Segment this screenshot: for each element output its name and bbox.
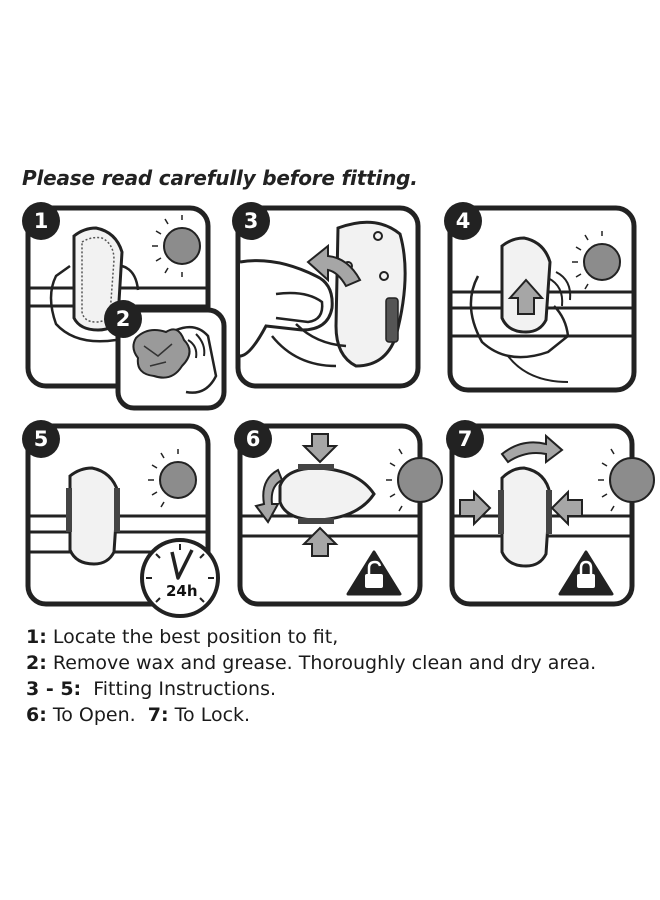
padlock-warning-icon (346, 550, 402, 596)
step-4-panel: 4 (444, 202, 637, 393)
instruction-number: 2: (26, 652, 47, 674)
step-3-panel: 3 (232, 202, 422, 389)
step-1-panel: 1 2 (22, 202, 227, 411)
hand-icon (239, 259, 347, 368)
arrow-icon (507, 278, 545, 315)
cloth-icon (132, 328, 191, 379)
instruction-number: 7: (147, 704, 169, 726)
padlock-warning-icon (558, 550, 614, 596)
step-7-panel: 7 (446, 420, 655, 607)
instruction-number: 3 - 5: (26, 678, 82, 700)
arrow-icon (254, 433, 339, 557)
step-5-illustration (25, 423, 220, 618)
sun-icon (572, 231, 621, 290)
arrow-icon (459, 433, 583, 527)
step-badge-2: 2 (104, 300, 142, 338)
instruction-number: 6: (26, 704, 47, 726)
instruction-text: Remove wax and grease. Thoroughly clean … (46, 652, 597, 674)
instruction-text: Fitting Instructions. (81, 678, 277, 700)
instruction-line-4: 6: To Open. 7: To Lock. (26, 702, 646, 728)
instructions-list: 1: Locate the best position to fit, 2: R… (26, 624, 646, 728)
step-badge-7: 7 (446, 420, 484, 458)
step-3-illustration (235, 205, 421, 389)
step-6-illustration (237, 423, 443, 607)
clock-icon (140, 538, 220, 618)
step-badge-4: 4 (444, 202, 482, 240)
instruction-line-3: 3 - 5: Fitting Instructions. (26, 676, 646, 702)
step-4-illustration (447, 205, 637, 393)
instruction-line-2: 2: Remove wax and grease. Thoroughly cle… (26, 650, 646, 676)
step-badge-6: 6 (234, 420, 272, 458)
sun-icon (598, 448, 655, 512)
step-1-illustration (25, 205, 227, 411)
hand-icon (469, 271, 572, 383)
instruction-text: To Open. (46, 704, 148, 726)
sun-icon (386, 448, 443, 512)
sun-icon (148, 449, 197, 508)
sun-icon (152, 215, 201, 277)
instruction-text: Locate the best position to fit, (46, 626, 339, 648)
clock-duration-label: 24h (166, 582, 198, 600)
instruction-number: 1: (26, 626, 47, 648)
step-badge-5: 5 (22, 420, 60, 458)
page-title: Please read carefully before fitting. (22, 166, 418, 190)
instruction-line-1: 1: Locate the best position to fit, (26, 624, 646, 650)
arrow-icon (306, 243, 362, 288)
instruction-text: To Lock. (168, 704, 251, 726)
step-badge-3: 3 (232, 202, 270, 240)
step-5-panel: 24h 5 (22, 420, 220, 618)
step-7-illustration (449, 423, 655, 607)
step-6-panel: 6 (234, 420, 443, 607)
step-badge-1: 1 (22, 202, 60, 240)
